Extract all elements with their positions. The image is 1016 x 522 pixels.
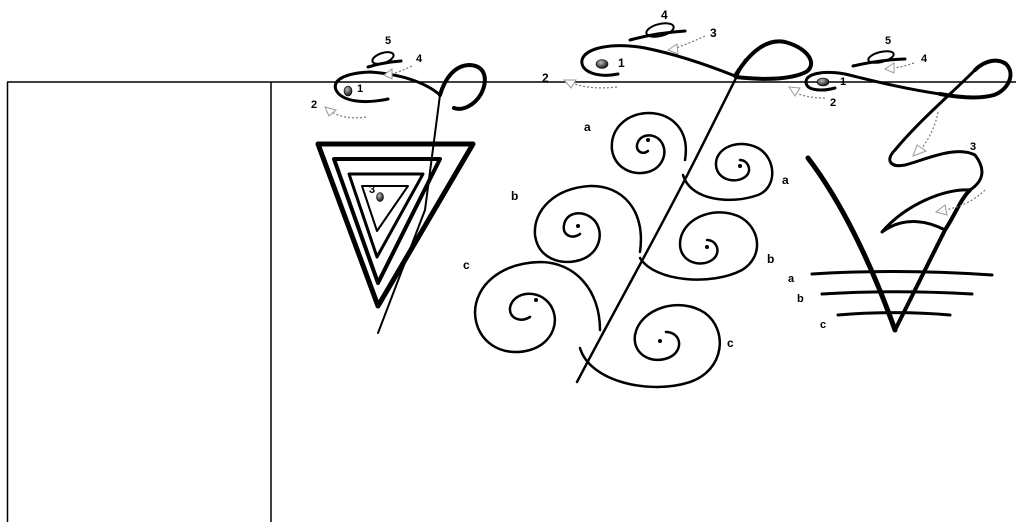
triangle-label-2: 2 [311, 99, 317, 111]
v-dot-1 [817, 78, 829, 86]
triangle-arrow-4-head [384, 69, 392, 79]
v-label-1: 1 [840, 76, 846, 88]
spiral-tree-label-c-left: c [463, 258, 470, 272]
v-arrow-2 [795, 92, 825, 98]
spiral-tree-arrow-2 [572, 83, 617, 88]
spiral-c-right-dot [658, 339, 662, 343]
v-label-b: b [797, 293, 804, 305]
v-bar-c [838, 313, 950, 315]
v-arrow-3a-head [913, 145, 926, 156]
triangle-label-4: 4 [416, 53, 423, 65]
spiral-tree-arrow-2-head [564, 80, 576, 88]
spiral-tree-label-3: 3 [710, 26, 717, 40]
triangle-symbol: 1 2 3 4 5 [311, 35, 485, 333]
triangle-loop [440, 65, 485, 109]
v-label-4: 4 [921, 53, 928, 65]
spiral-tree-symbol: 1 2 3 4 a a b b c c [463, 8, 811, 387]
v-arrow-2-head [789, 87, 800, 96]
triangle-label-3: 3 [369, 184, 375, 196]
spiral-tree-eye-4-lash [630, 31, 685, 40]
spiral-c-left-dot [534, 298, 538, 302]
triangle-arrow-2 [332, 112, 366, 118]
v-bar-a [812, 272, 992, 276]
spiral-a-left [612, 113, 686, 173]
spiral-tree-label-a-right: a [782, 173, 789, 187]
spiral-b-right-dot [705, 245, 709, 249]
triangle-arrow-4 [391, 66, 412, 74]
spiral-tree-label-1: 1 [618, 56, 625, 70]
spiral-tree-label-4: 4 [661, 8, 668, 22]
spiral-tree-dot-1 [596, 60, 608, 69]
spiral-tree-label-a-left: a [584, 120, 591, 134]
spiral-tree-label-b-right: b [767, 252, 774, 266]
v-arrow-3b-head [936, 205, 947, 215]
v-bar-b [822, 292, 972, 294]
spiral-a-left-dot [646, 138, 650, 142]
spiral-tree-label-c-right: c [727, 336, 734, 350]
v-arrow-4 [893, 63, 914, 68]
triangle-label-5: 5 [385, 35, 391, 47]
v-zigzag [882, 70, 982, 232]
triangle-dot-1 [344, 86, 352, 96]
spiral-b-left-dot [576, 224, 580, 228]
v-label-3: 3 [970, 141, 976, 153]
v-left-arm [808, 158, 895, 330]
spiral-tree-label-b-left: b [511, 189, 518, 203]
triangle-label-1: 1 [357, 83, 363, 95]
spiral-a-right [683, 144, 772, 200]
spiral-tree-arrow-3 [676, 36, 705, 48]
v-label-a: a [788, 273, 795, 285]
spiral-c-left [475, 262, 600, 352]
v-label-5: 5 [885, 35, 891, 47]
v-label-c: c [820, 319, 826, 331]
spiral-tree-loop [735, 41, 811, 78]
v-bars-symbol: 1 2 3 4 5 a b c [788, 35, 1010, 331]
v-arrow-4-head [885, 63, 894, 73]
spiral-b-right [640, 212, 757, 279]
triangle-arrow-2-head [325, 107, 336, 116]
spiral-b-left [535, 186, 641, 262]
spiral-a-right-dot [738, 164, 742, 168]
v-label-2: 2 [830, 97, 836, 109]
v-eye-5-lash [853, 59, 905, 66]
spiral-c-right [580, 305, 720, 387]
triangle-dot-3 [377, 193, 384, 202]
spiral-tree-label-2: 2 [542, 71, 549, 85]
